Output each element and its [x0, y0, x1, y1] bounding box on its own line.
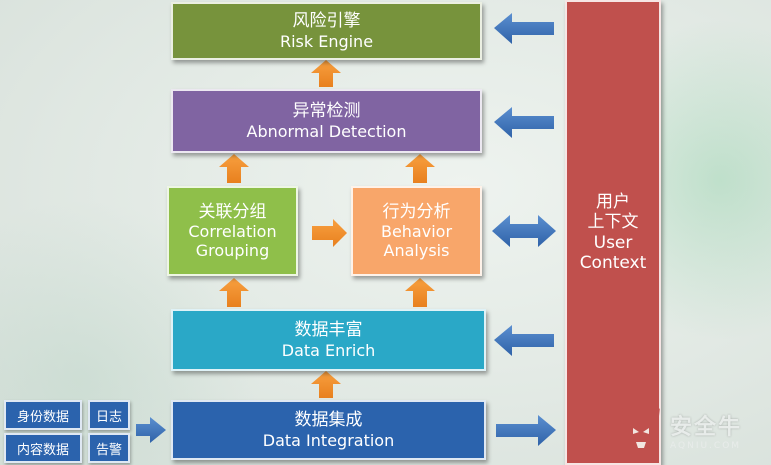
- arrow-right-correlation-to-behavior: [312, 219, 347, 247]
- arrow-left-context-to-abnormal: [494, 107, 554, 138]
- arrow-up-correlation-to-abnormal: [219, 154, 249, 183]
- behavior-analysis-zh: 行为分析: [382, 201, 451, 222]
- arrow-right-sources-to-integration: [136, 417, 166, 443]
- risk-engine-zh: 风险引擎: [292, 11, 361, 32]
- arrow-up-behavior-to-abnormal: [405, 154, 435, 183]
- user-context-en2: Context: [579, 252, 647, 273]
- abnormal-detection-zh: 异常检测: [292, 101, 361, 122]
- watermark-en: AQNIU.COM: [670, 441, 742, 451]
- watermark-zh: 安全牛: [670, 415, 743, 440]
- abnormal-detection-en: Abnormal Detection: [246, 121, 407, 141]
- correlation-grouping-en1: Correlation: [188, 222, 277, 241]
- source-log: 日志: [88, 400, 130, 430]
- source-alert: 告警: [88, 433, 130, 463]
- user-context-zh2: 上下文: [587, 212, 639, 233]
- user-context-en1: User: [593, 232, 633, 253]
- data-integration-en: Data Integration: [262, 430, 395, 450]
- user-context-block: 用户 上下文 User Context: [565, 0, 661, 465]
- bull-logo-icon: [622, 408, 660, 452]
- risk-engine-en: Risk Engine: [279, 31, 374, 51]
- data-integration-block: 数据集成 Data Integration: [171, 400, 486, 460]
- abnormal-detection-block: 异常检测 Abnormal Detection: [171, 89, 482, 153]
- arrow-right-integration-to-context: [496, 415, 556, 446]
- arrow-double-behavior-context: [492, 215, 556, 247]
- data-integration-zh: 数据集成: [294, 410, 363, 431]
- arrow-left-context-to-risk: [494, 13, 554, 44]
- user-context-zh1: 用户: [596, 191, 630, 212]
- behavior-analysis-en1: Behavior: [380, 222, 453, 241]
- behavior-analysis-en2: Analysis: [383, 241, 450, 261]
- risk-engine-block: 风险引擎 Risk Engine: [171, 2, 482, 60]
- correlation-grouping-block: 关联分组 Correlation Grouping: [167, 186, 298, 276]
- correlation-grouping-en2: Grouping: [195, 241, 270, 261]
- arrow-up-enrich-to-correlation: [219, 278, 249, 307]
- source-identity-data: 身份数据: [4, 400, 82, 430]
- correlation-grouping-zh: 关联分组: [198, 201, 267, 222]
- data-enrich-zh: 数据丰富: [294, 320, 363, 341]
- arrow-up-integration-to-enrich: [311, 371, 341, 398]
- data-enrich-block: 数据丰富 Data Enrich: [171, 309, 486, 371]
- arrow-left-context-to-enrich: [494, 325, 554, 356]
- behavior-analysis-block: 行为分析 Behavior Analysis: [351, 186, 482, 276]
- data-enrich-en: Data Enrich: [281, 340, 376, 360]
- arrow-up-abnormal-to-risk: [311, 60, 341, 87]
- source-content-data: 内容数据: [4, 433, 82, 463]
- watermark: 安全牛 AQNIU.COM: [618, 400, 768, 460]
- arrow-up-enrich-to-behavior: [405, 278, 435, 307]
